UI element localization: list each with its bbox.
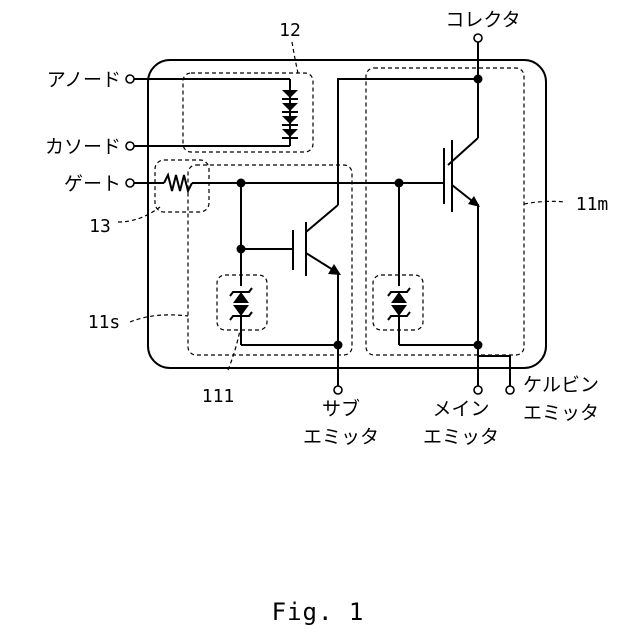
leader-111 <box>228 330 240 370</box>
diode-3-icon <box>282 116 298 124</box>
diode-2-icon <box>282 103 298 111</box>
kelvin-emitter-wire <box>478 356 510 386</box>
main-emitter-label-2: エミッタ <box>423 426 499 448</box>
leader-12 <box>292 42 298 73</box>
figure-caption: Fig. 1 <box>272 598 365 626</box>
collector-label: コレクタ <box>445 9 520 31</box>
main-chip-region <box>366 68 524 355</box>
sub-emitter-label-1: サブ <box>322 397 360 420</box>
ref-13: 13 <box>89 216 111 237</box>
collector-terminal <box>474 34 482 42</box>
gate-resistor-icon <box>164 175 192 191</box>
junction-dots <box>237 75 483 350</box>
main-emitter-label-1: メイン <box>432 398 489 420</box>
leader-11m <box>524 201 565 204</box>
gate-label: ゲート <box>64 173 121 195</box>
leader-13 <box>118 207 160 222</box>
cathode-label: カソード <box>45 136 121 158</box>
kelvin-emitter-label-1: ケルビン <box>523 374 599 396</box>
sub-emitter-label-2: エミッタ <box>303 426 379 448</box>
diode-4-icon <box>282 129 298 137</box>
ref-11m: 11m <box>576 194 609 215</box>
sub-emitter-terminal <box>334 386 342 394</box>
anode-terminal <box>126 75 134 83</box>
sub-collector-diag <box>306 205 338 232</box>
main-emitter-terminal <box>474 386 482 394</box>
gate-terminal <box>126 179 134 187</box>
anode-label: アノード <box>47 69 121 91</box>
sub-collector-wire <box>338 79 478 205</box>
ref-11s: 11s <box>88 312 121 333</box>
sub-emitter-arrow-icon <box>328 264 341 275</box>
kelvin-emitter-label-2: エミッタ <box>523 402 599 424</box>
main-zener-icon <box>388 288 410 320</box>
ref-12: 12 <box>279 20 301 41</box>
diode-1-icon <box>282 90 298 98</box>
sub-zener-icon <box>230 288 252 320</box>
ref-111: 111 <box>202 386 235 407</box>
sub-chip-region <box>188 165 352 355</box>
cathode-terminal <box>126 142 134 150</box>
kelvin-emitter-terminal <box>506 386 514 394</box>
package-outline <box>148 60 546 368</box>
leader-11s <box>130 315 188 322</box>
